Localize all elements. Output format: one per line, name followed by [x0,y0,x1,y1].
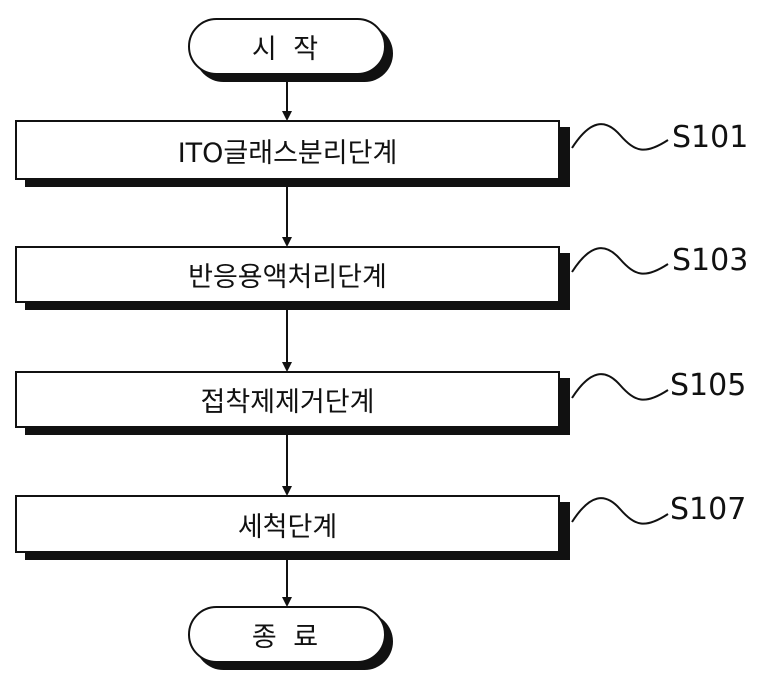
step-box-s103: 반응용액처리단계 [15,246,560,303]
leader-s107 [572,498,668,524]
end-label: 종 료 [252,615,322,654]
step-box-s107: 세척단계 [15,495,560,553]
step-code-s101: S101 [672,120,748,155]
step-text-s103: 반응용액처리단계 [188,255,387,294]
step-code-s103: S103 [672,243,748,278]
leader-s105 [572,374,668,400]
step-text-s105: 접착제제거단계 [201,380,375,419]
start-label: 시 작 [252,27,322,66]
leader-s103 [572,248,668,274]
step-text-s101: ITO글래스분리단계 [178,131,398,170]
step-box-s105: 접착제제거단계 [15,371,560,428]
step-code-s107: S107 [670,492,746,527]
step-code-s105: S105 [670,368,746,403]
step-text-s107: 세척단계 [238,505,337,544]
step-box-s101: ITO글래스분리단계 [15,120,560,180]
end-terminal: 종 료 [188,606,386,663]
leader-s101 [572,124,668,150]
start-terminal: 시 작 [188,18,386,75]
